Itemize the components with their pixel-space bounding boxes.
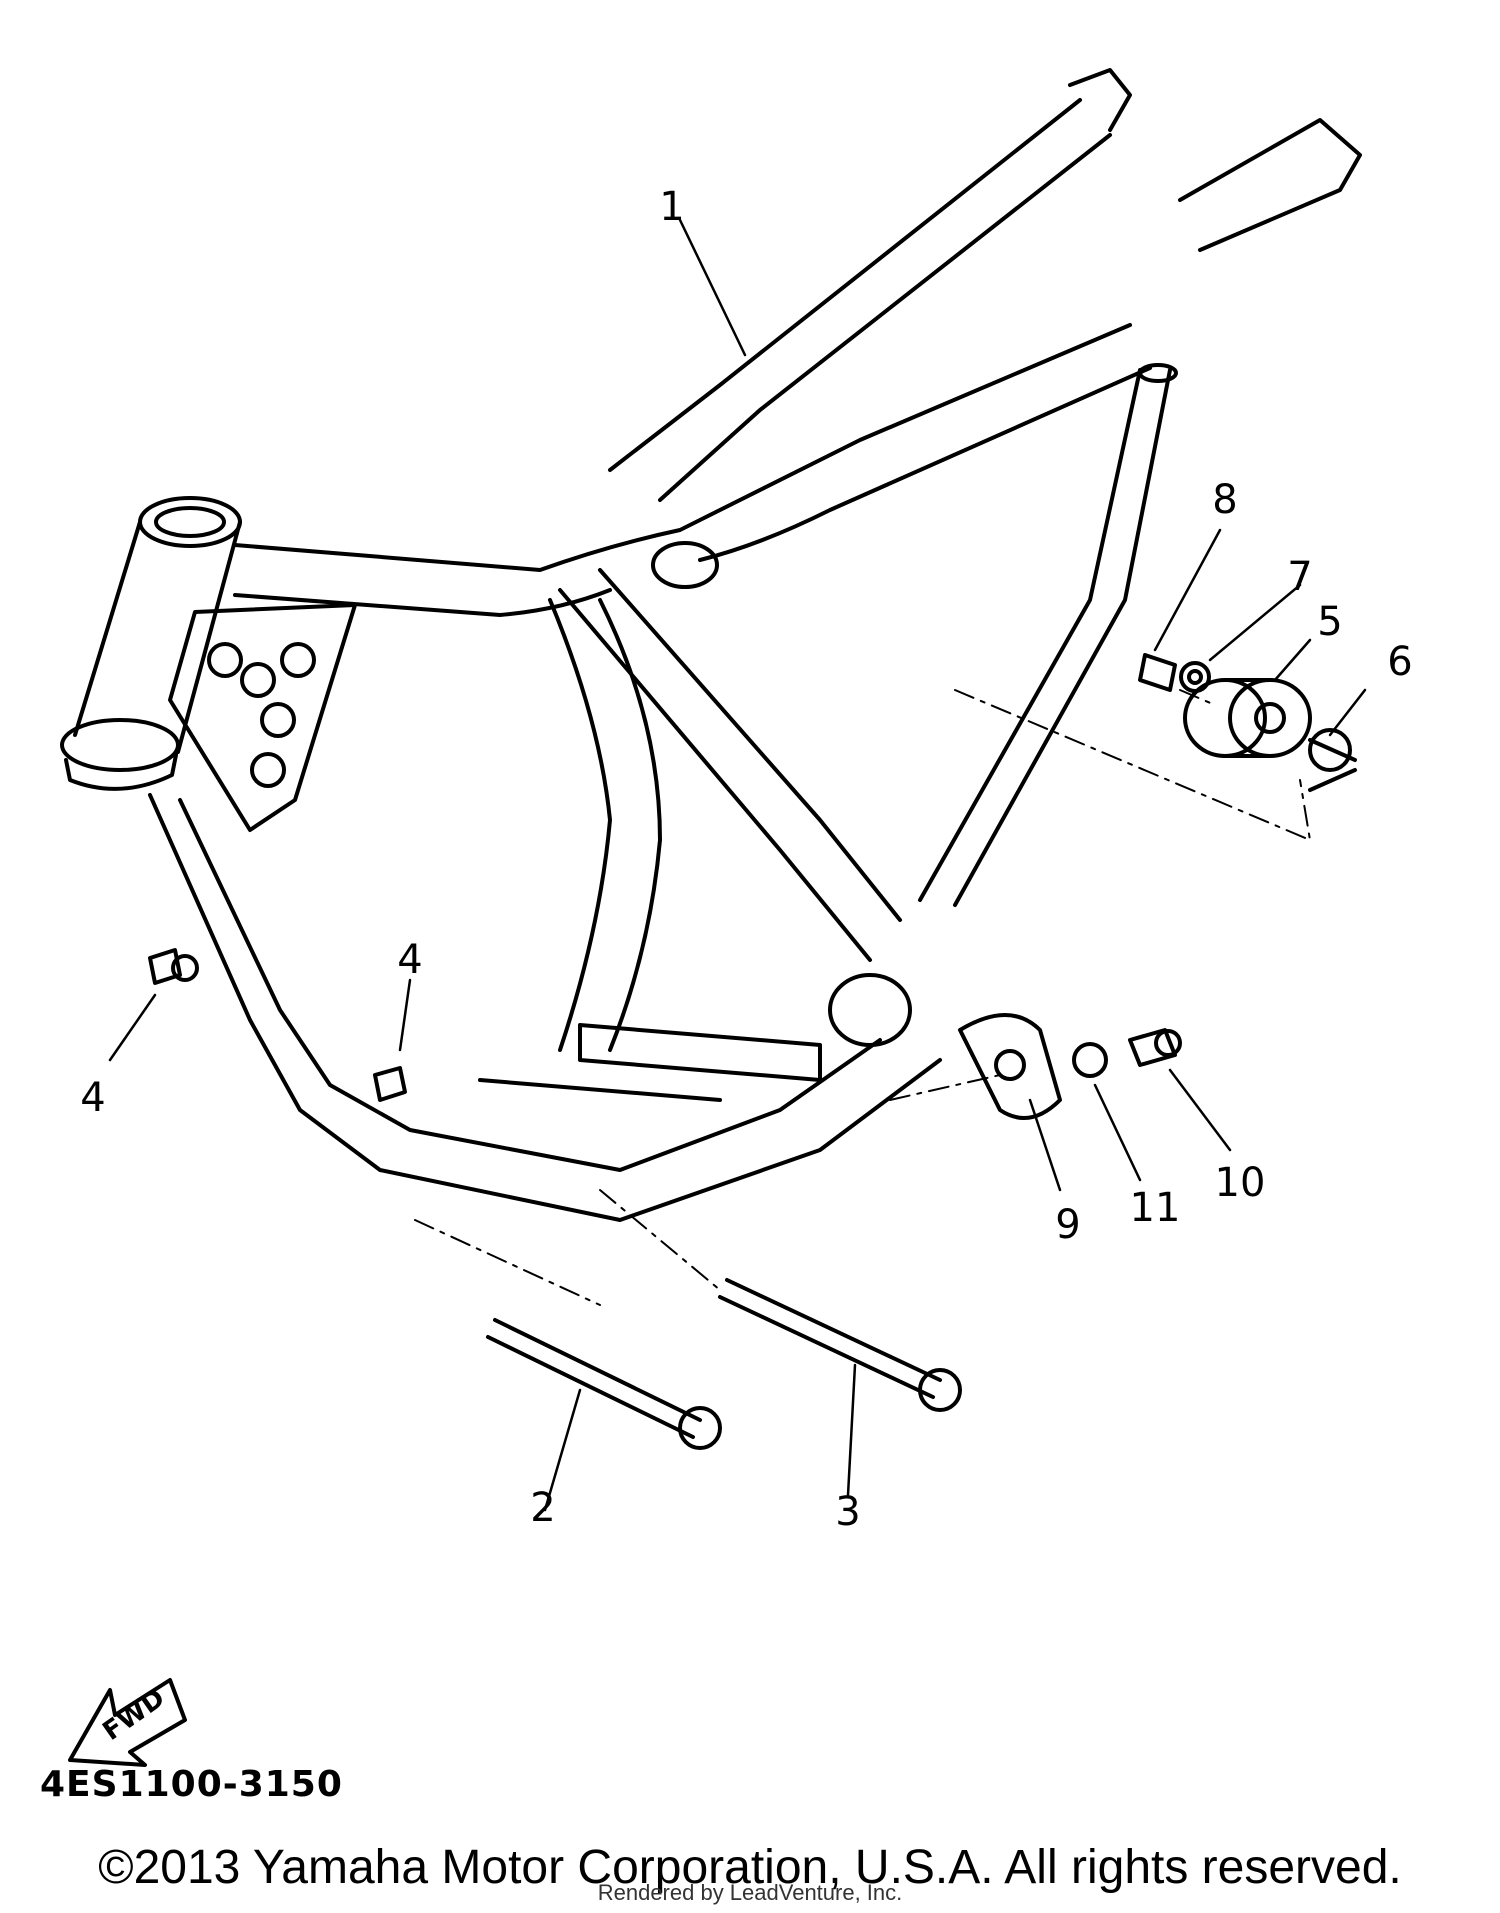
callout-4-center: 4 xyxy=(397,937,423,983)
copyright-notice: ©2013 Yamaha Motor Corporation, U.S.A. A… xyxy=(98,1841,1402,1894)
callout-11: 11 xyxy=(1129,1185,1181,1231)
seat-rail xyxy=(608,68,1362,502)
washer-and-bolt-top xyxy=(1138,653,1211,693)
guide-lines xyxy=(414,689,1311,1306)
long-bolts xyxy=(486,1278,962,1450)
head-tube xyxy=(60,496,242,791)
callout-4-left: 4 xyxy=(80,1075,106,1121)
callout-10: 10 xyxy=(1214,1160,1266,1206)
callout-9: 9 xyxy=(1055,1202,1081,1248)
callout-8: 8 xyxy=(1212,477,1238,523)
rendered-by-notice: Rendered by LeadVenture, Inc. xyxy=(597,1880,903,1905)
callout-1: 1 xyxy=(659,184,685,230)
engine-mount-bracket xyxy=(958,1013,1062,1120)
callout-5: 5 xyxy=(1317,599,1343,645)
gusset-plate xyxy=(168,603,357,832)
fwd-arrow-icon xyxy=(68,1678,187,1767)
callout-6: 6 xyxy=(1387,639,1413,685)
top-tube xyxy=(233,323,1152,617)
callout-3: 3 xyxy=(835,1489,861,1535)
rear-stay xyxy=(918,363,1178,907)
down-tubes xyxy=(148,568,942,1222)
collar-parts xyxy=(1183,678,1357,792)
cross-member xyxy=(478,1023,822,1102)
diagram-code: 4ES1100-3150 xyxy=(40,1764,343,1805)
nut-parts xyxy=(148,948,407,1102)
leader-lines xyxy=(108,218,1367,1512)
callout-7: 7 xyxy=(1287,554,1313,600)
callout-2: 2 xyxy=(530,1485,556,1531)
washer-and-bolt-right xyxy=(1072,1028,1182,1078)
